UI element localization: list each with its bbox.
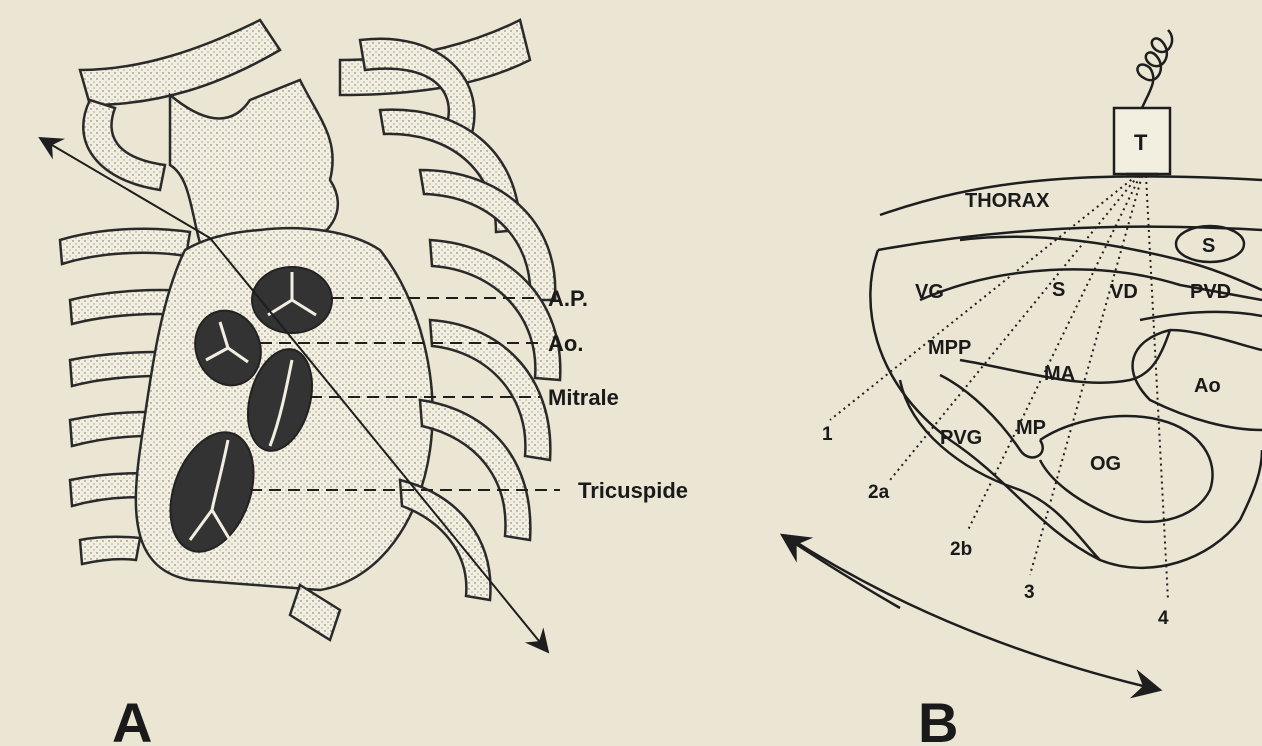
- beam-label-1: 1: [822, 424, 833, 445]
- label-mp: MP: [1016, 417, 1046, 439]
- beam-4: [1146, 176, 1168, 600]
- label-og: OG: [1090, 453, 1121, 475]
- label-probe: T: [1134, 130, 1148, 155]
- label-pvg: PVG: [940, 427, 982, 449]
- panel-b-letter: B: [918, 691, 958, 746]
- og-outline: [1040, 416, 1213, 522]
- label-tricuspide: Tricuspide: [578, 478, 688, 503]
- rib-left-1: [60, 229, 190, 264]
- beam-label-2a: 2a: [868, 482, 890, 503]
- rib-upper-left: [83, 100, 165, 190]
- label-mpp: MPP: [928, 337, 971, 359]
- label-thorax: THORAX: [965, 190, 1050, 212]
- label-s: S: [1052, 279, 1065, 301]
- rib-left-6: [80, 537, 140, 564]
- ultrasound-beams: [830, 176, 1168, 600]
- label-mitrale: Mitrale: [548, 385, 619, 410]
- pvg-outline: [900, 380, 1100, 560]
- beam-label-3: 3: [1024, 582, 1035, 603]
- label-vd: VD: [1110, 281, 1138, 303]
- panel-a-letter: A: [112, 691, 152, 746]
- chest-wall-outer: [880, 176, 1262, 215]
- beam-label-2b: 2b: [950, 539, 972, 560]
- label-s-top: S: [1202, 235, 1215, 257]
- panel-b-axis-arrow: [785, 535, 1160, 690]
- rib-right-6: [400, 480, 490, 600]
- label-pvd: PVD: [1190, 281, 1231, 303]
- valve-ap: [252, 267, 332, 333]
- label-ma: MA: [1044, 363, 1075, 385]
- panel-a-labels: A.P. Ao. Mitrale Tricuspide: [548, 286, 688, 503]
- pvd-line: [1140, 312, 1262, 320]
- beam-label-4: 4: [1158, 608, 1169, 629]
- label-ao-b: Ao: [1194, 375, 1221, 397]
- aorta-wall-2: [1170, 330, 1262, 350]
- label-ap: A.P.: [548, 286, 588, 311]
- label-ao: Ao.: [548, 331, 583, 356]
- spine-lower: [290, 585, 340, 640]
- probe-cable: [1137, 30, 1172, 108]
- label-vg: VG: [915, 281, 944, 303]
- beam-2a: [890, 176, 1138, 480]
- left-clavicle: [80, 20, 280, 105]
